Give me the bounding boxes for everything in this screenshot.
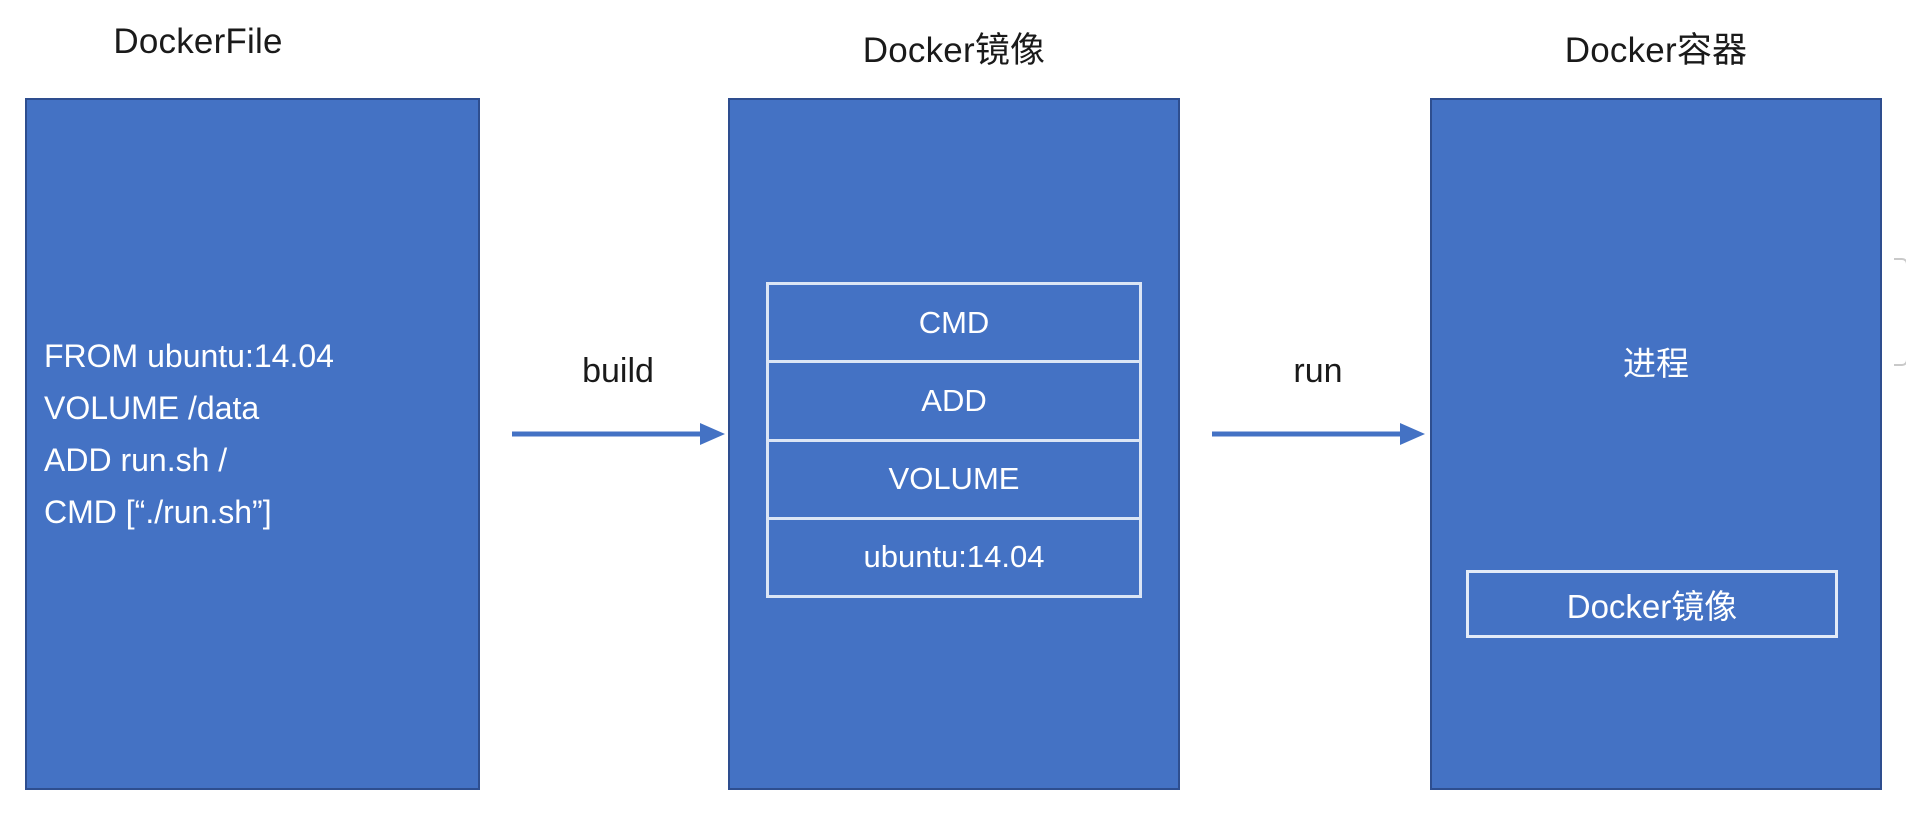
arrow-build-group: build — [508, 352, 728, 462]
dockerfile-code-line-1: FROM ubuntu:14.04 — [44, 338, 334, 374]
arrow-label-run: run — [1293, 352, 1343, 390]
docker-image-panel — [728, 98, 1180, 790]
arrow-build-icon — [512, 423, 725, 445]
arrow-run-group: run — [1208, 352, 1428, 462]
panel-title-docker-image: Docker镜像 — [862, 31, 1046, 70]
image-layer-add: ADD — [769, 363, 1139, 442]
image-layer-stack: CMD ADD VOLUME ubuntu:14.04 — [766, 282, 1142, 598]
container-inner-image-box: Docker镜像 — [1466, 570, 1838, 638]
clipped-edge-shape — [1894, 258, 1906, 366]
dockerfile-code-line-4: CMD [“./run.sh”] — [44, 494, 272, 530]
dockerfile-code-line-3: ADD run.sh / — [44, 442, 228, 478]
image-layer-base: ubuntu:14.04 — [863, 539, 1045, 575]
image-layer-cmd: CMD — [769, 285, 1139, 364]
arrow-run-icon — [1212, 423, 1425, 445]
arrow-label-build: build — [582, 352, 654, 390]
container-process-label: 进程 — [1623, 345, 1689, 382]
panel-title-dockerfile: DockerFile — [113, 22, 283, 61]
dockerfile-code-line-2: VOLUME /data — [44, 390, 260, 426]
panel-title-docker-container: Docker容器 — [1564, 31, 1748, 70]
docker-container-panel — [1430, 98, 1882, 790]
dockerfile-panel — [25, 98, 480, 790]
image-layer-volume: VOLUME — [769, 442, 1139, 520]
dockerfile-code-block: FROM ubuntu:14.04 VOLUME /data ADD run.s… — [44, 330, 474, 538]
